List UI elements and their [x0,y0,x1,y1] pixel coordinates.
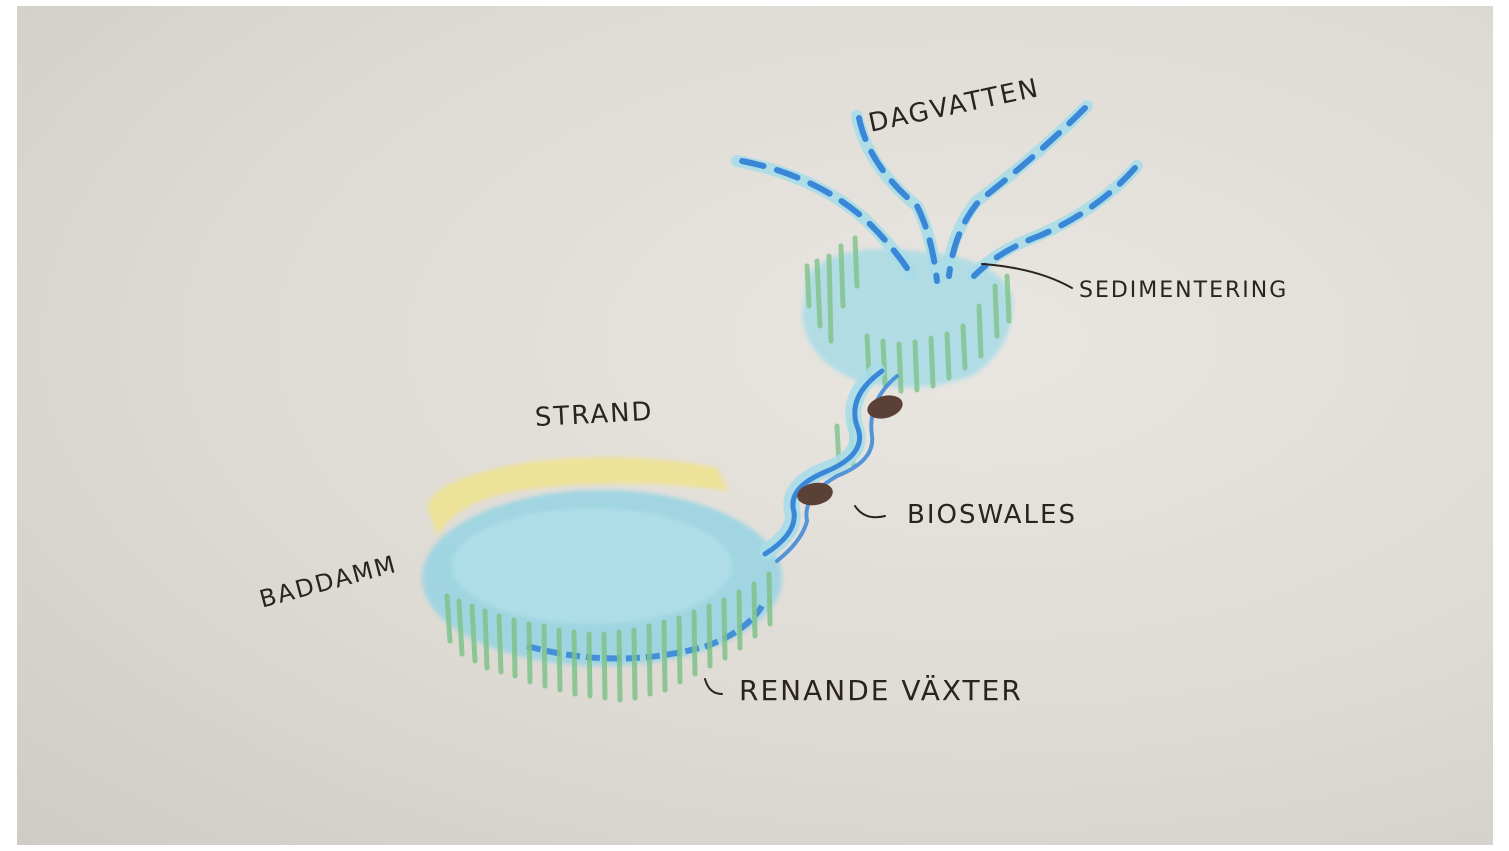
bioswales-leader-line [855,506,885,517]
label-renande-vaxter: RENANDE VÄXTER [739,674,1023,707]
label-sedimentering: SEDIMENTERING [1079,278,1288,303]
renande-vaxter-leader-line [705,679,722,694]
paper-sheet: DAGVATTEN SEDIMENTERING STRAND BIOSWALES… [17,6,1493,845]
label-bioswales: BIOSWALES [907,500,1077,530]
sketch-drawing [17,6,1493,845]
stormwater-channels-light [737,106,1137,281]
label-strand: STRAND [534,397,654,433]
